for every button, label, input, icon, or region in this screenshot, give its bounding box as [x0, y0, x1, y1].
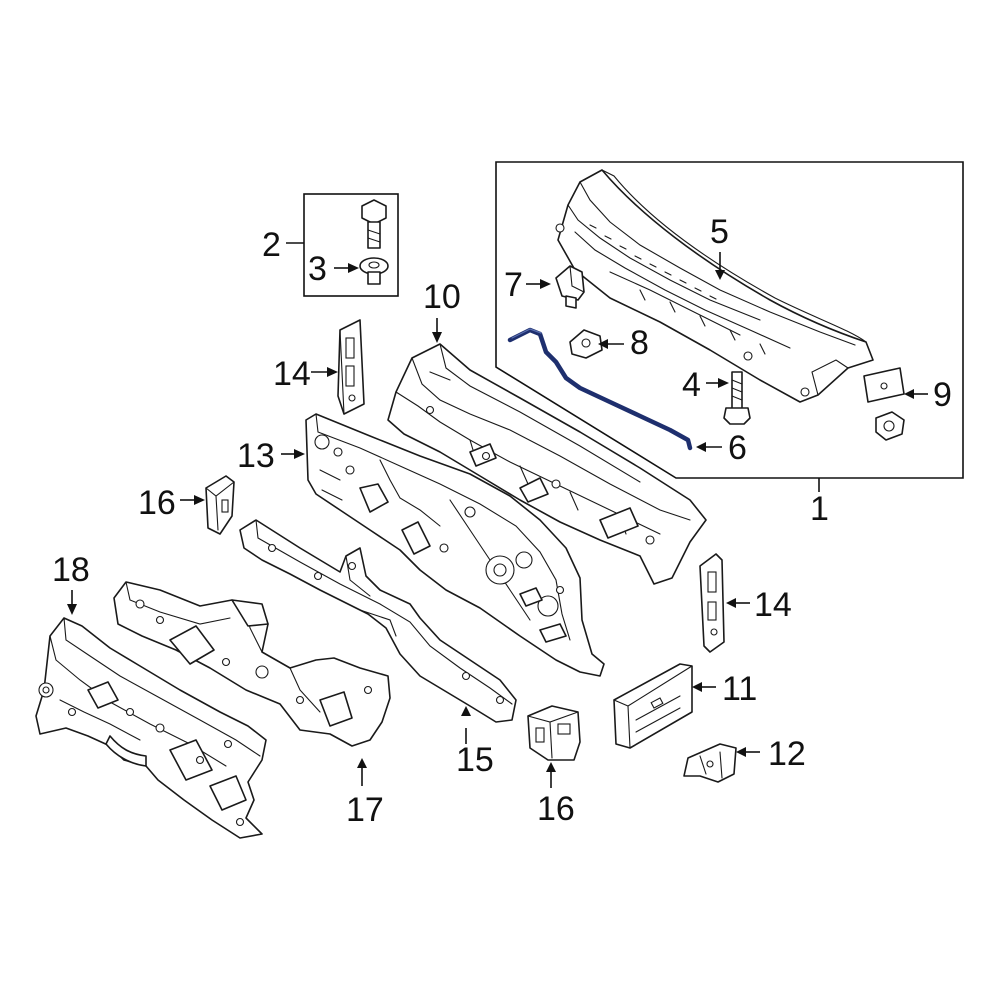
bolt-part-2: [361, 199, 387, 249]
callout-13: 13: [237, 437, 275, 475]
dash-panel-part-13: [305, 413, 605, 677]
arrow-14-top: [327, 367, 338, 377]
callout-16-left: 16: [138, 484, 176, 522]
cowl-inner-panel-part-10: [387, 343, 707, 585]
callout-10: 10: [423, 278, 461, 316]
arrow-3: [348, 263, 359, 273]
arrow-10: [432, 332, 442, 343]
side-panel-part-11: [613, 663, 693, 749]
callout-14-top: 14: [273, 355, 311, 393]
arrow-12: [736, 747, 746, 757]
arrow-14-right: [726, 598, 736, 608]
callout-7: 7: [504, 266, 523, 304]
arrow-7: [540, 279, 551, 289]
arrow-9: [904, 389, 914, 399]
callout-17: 17: [346, 791, 384, 829]
callout-11: 11: [722, 670, 757, 708]
callout-3: 3: [308, 250, 327, 288]
nut-part-9: [875, 411, 905, 441]
reinforcement-part-14-top: [337, 319, 365, 415]
dash-insulator-part-18: [35, 617, 267, 839]
arrow-6: [696, 442, 706, 452]
callout-14-right: 14: [754, 586, 792, 624]
callout-16-bottom: 16: [537, 790, 575, 828]
arrow-13: [294, 449, 305, 459]
reinforcement-part-14-right: [699, 553, 725, 653]
arrow-17: [357, 758, 367, 768]
callout-8: 8: [630, 324, 649, 362]
callout-9: 9: [933, 376, 952, 414]
callout-5: 5: [710, 213, 729, 251]
callout-4: 4: [682, 366, 701, 404]
callout-2: 2: [262, 226, 281, 264]
arrow-16-bottom: [546, 762, 556, 772]
arrow-16-left: [194, 495, 205, 505]
callout-12: 12: [768, 735, 806, 773]
cross-member-part-15: [239, 519, 517, 723]
bracket-part-16-left: [205, 475, 235, 535]
insulator-part-17: [113, 581, 391, 747]
callout-15: 15: [456, 741, 494, 779]
push-clip-part-3: [359, 257, 389, 285]
bracket-part-16-bottom: [527, 705, 581, 761]
arrow-4: [718, 378, 729, 388]
arrow-18: [67, 604, 77, 615]
washer-hose-part-6: [507, 327, 693, 451]
arrow-11: [692, 682, 702, 692]
small-bracket-part-12: [683, 743, 737, 783]
callout-1: 1: [810, 490, 829, 528]
bolt-part-4: [723, 371, 751, 425]
cowl-top-panel: [555, 169, 874, 403]
grommet-part-8: [569, 329, 603, 359]
arrow-15: [461, 706, 471, 716]
arrow-5: [715, 270, 725, 280]
callout-18: 18: [52, 551, 90, 589]
arrow-8: [598, 339, 608, 349]
fastener-kit-frame: [303, 193, 399, 297]
bracket-part-9: [863, 367, 905, 403]
callout-6: 6: [728, 429, 747, 467]
clip-part-7: [555, 265, 585, 309]
